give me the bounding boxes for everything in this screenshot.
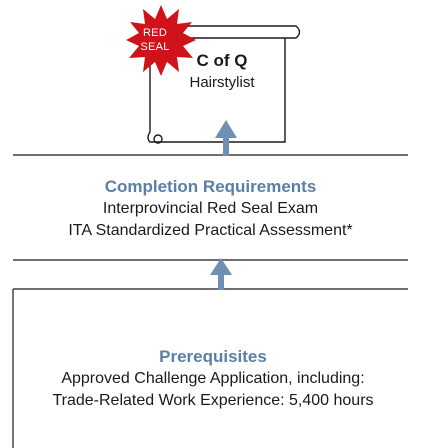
seal-label-line2: SEAL	[140, 41, 170, 53]
arrow-up-middle	[210, 258, 232, 290]
prerequisites-line: Trade-Related Work Experience: 5,400 hou…	[52, 392, 374, 409]
seal-label: RED SEAL	[137, 26, 173, 54]
completion-heading: Completion Requirements	[104, 177, 317, 196]
prerequisites-line: Approved Challenge Application, includin…	[61, 370, 365, 387]
arrow-up-top	[215, 120, 237, 156]
certificate-subtitle: Hairstylist	[189, 74, 255, 91]
red-seal-badge	[126, 5, 196, 76]
completion-line: ITA Standardized Practical Assessment*	[68, 222, 353, 239]
completion-line: Interprovincial Red Seal Exam	[102, 200, 319, 217]
prerequisites-section: Prerequisites Approved Challenge Applica…	[13, 346, 413, 412]
certificate-title: C of Q	[196, 51, 248, 70]
prerequisites-heading: Prerequisites	[159, 347, 267, 366]
seal-label-line1: RED	[142, 27, 168, 39]
completion-section: Completion Requirements Interprovincial …	[13, 176, 408, 242]
